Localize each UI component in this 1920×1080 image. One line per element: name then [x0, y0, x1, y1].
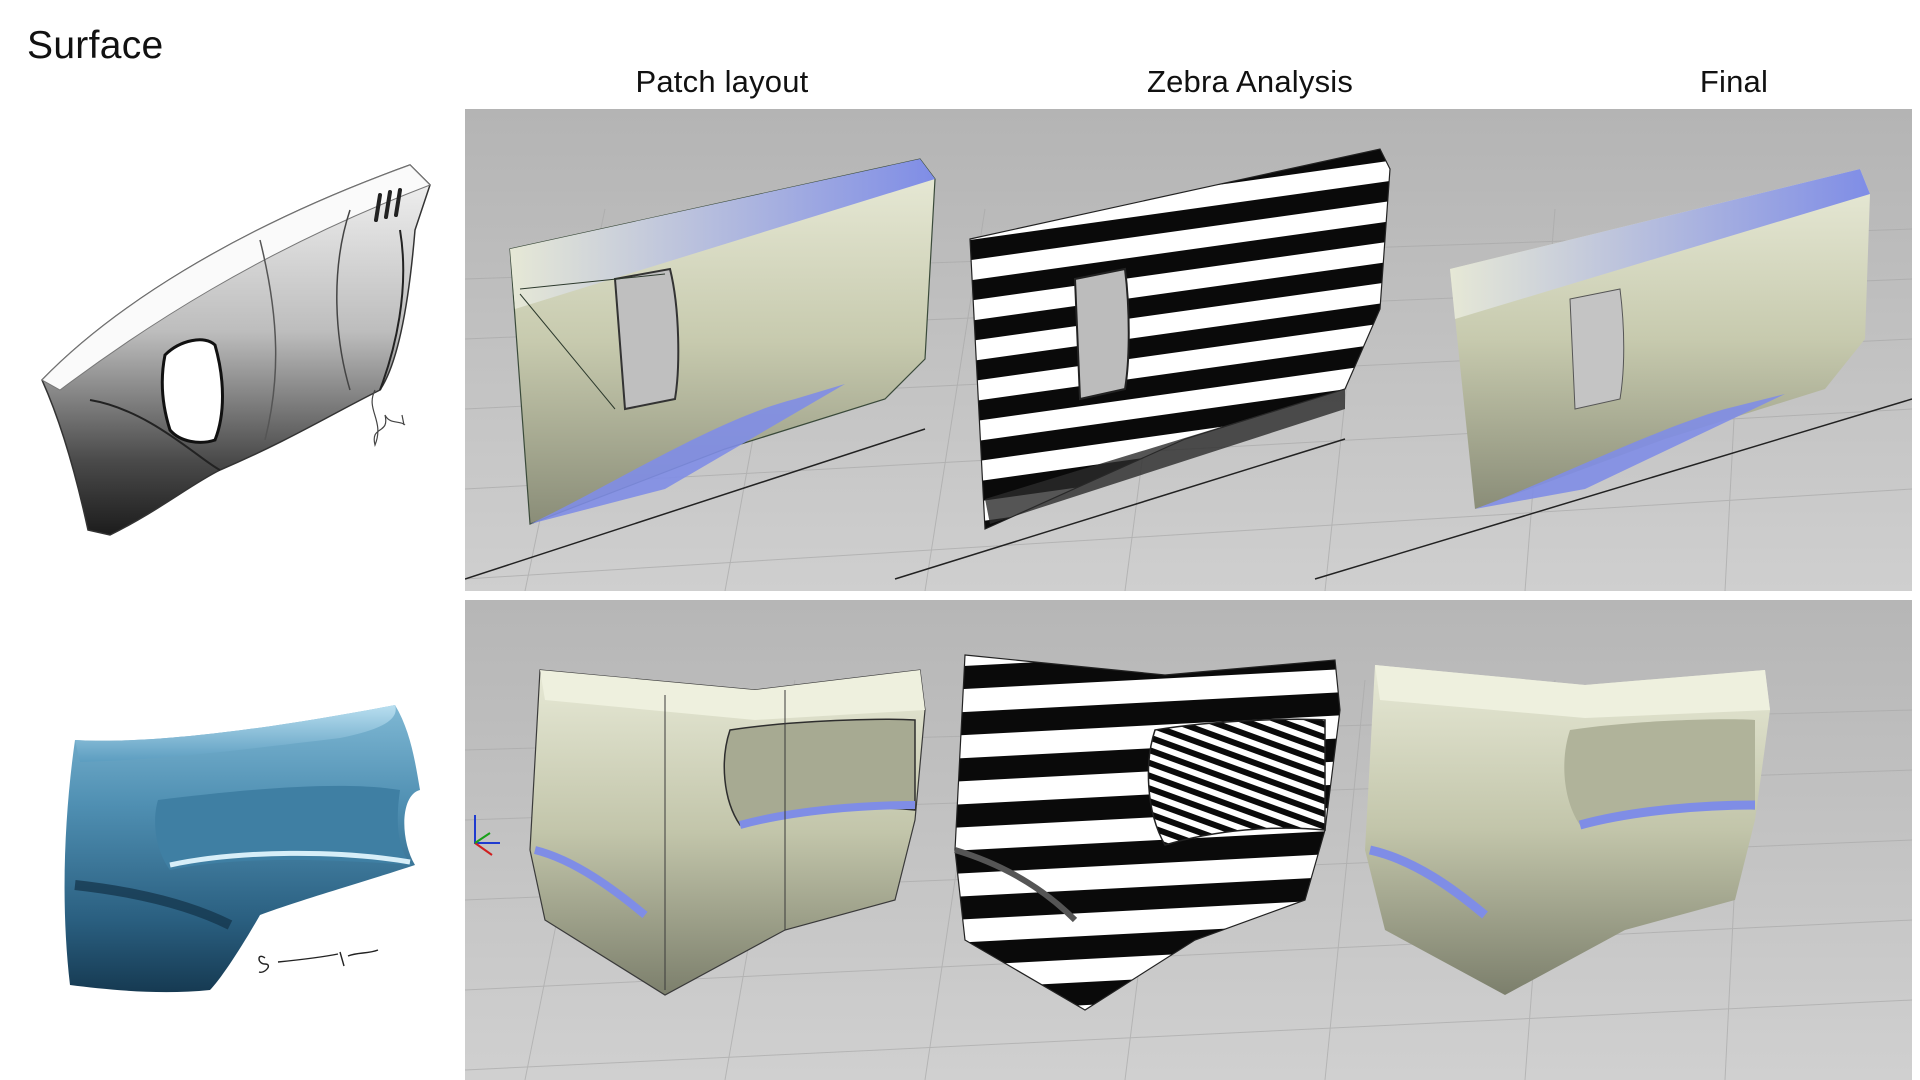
sketch-vent-opening: [160, 338, 224, 444]
column-header-zebra-analysis: Zebra Analysis: [1146, 64, 1354, 99]
zebra-analysis-panel-bottom: [954, 654, 1341, 1011]
sketch-bumper-recess: [155, 785, 412, 870]
sketch-signature: [371, 389, 406, 447]
column-header-final: Final: [1699, 64, 1769, 99]
sketch-bumper: [40, 690, 460, 1020]
viewport-bottom[interactable]: [465, 600, 1912, 1080]
axis-triad-icon: [474, 815, 500, 856]
sketch-signature: [258, 949, 379, 973]
final-panel-top: [1450, 169, 1870, 509]
final-panel-bottom: [1365, 665, 1770, 995]
zebra-analysis-panel-top: [969, 148, 1391, 530]
column-header-patch-layout: Patch layout: [635, 64, 809, 99]
patch-layout-panel-top: [509, 158, 936, 525]
patch-layout-panel-bottom: [529, 669, 926, 996]
page-title: Surface: [27, 24, 164, 67]
viewport-top[interactable]: [465, 109, 1912, 591]
sketch-rear-panel: [30, 140, 450, 560]
